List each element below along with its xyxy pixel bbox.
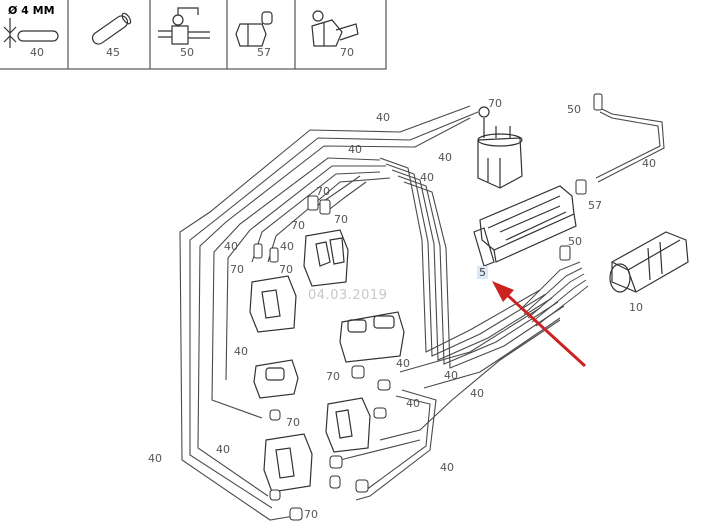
part-label: 50: [567, 103, 581, 116]
part-label: 40: [148, 452, 162, 465]
part-label: 70: [316, 185, 330, 198]
switch-module-center: [339, 311, 405, 363]
tube-40-icon: [3, 18, 59, 48]
tube-bundle: [179, 105, 665, 521]
switch-module-lower-left: [263, 433, 313, 493]
part-label: 40: [348, 143, 362, 156]
legend-table-frame: [0, 0, 387, 70]
valve-block-top: [477, 106, 523, 189]
part-label: 70: [326, 370, 340, 383]
part-label: 50: [568, 235, 582, 248]
part-label: 40: [444, 369, 458, 382]
part-label: 40: [420, 171, 434, 184]
part-label: 70: [286, 416, 300, 429]
diameter-label: Ø 4 MM: [8, 4, 55, 17]
switch-module-lower-right: [325, 397, 371, 453]
harness-wires: [519, 261, 589, 327]
angle-fitting-50-icon: [158, 7, 210, 45]
switch-module-upper: [303, 229, 349, 287]
legend-caption-40: 40: [30, 46, 44, 59]
part-label: 70: [230, 263, 244, 276]
part-label: 70: [279, 263, 293, 276]
switch-module-small: [253, 359, 299, 399]
red-arrow-icon: [492, 281, 587, 368]
connector-45-icon: [91, 12, 132, 45]
part-label: 10: [629, 301, 643, 314]
part-label: 40: [376, 111, 390, 124]
part-label: 40: [396, 357, 410, 370]
pump-10: [609, 231, 689, 293]
elbow-70-icon: [311, 10, 359, 47]
part-label: 40: [438, 151, 452, 164]
part-label: 70: [291, 219, 305, 232]
legend-caption-57: 57: [257, 46, 271, 59]
part-label: 57: [588, 199, 602, 212]
part-label: 40: [224, 240, 238, 253]
part-label: 40: [470, 387, 484, 400]
part-label: 40: [234, 345, 248, 358]
legend-caption-70: 70: [340, 46, 354, 59]
legend-caption-45: 45: [106, 46, 120, 59]
part-label: 40: [440, 461, 454, 474]
legend-caption-50: 50: [180, 46, 194, 59]
part-label: 40: [280, 240, 294, 253]
watermark-date: 04.03.2019: [308, 288, 388, 303]
control-unit-5: [473, 185, 577, 267]
cap-57-icon: [235, 11, 273, 47]
fittings: [253, 93, 603, 521]
part-label: 70: [334, 213, 348, 226]
part-label: 70: [488, 97, 502, 110]
reference-label-control-unit: 5: [477, 266, 488, 279]
part-label: 70: [304, 508, 318, 521]
part-label: 40: [642, 157, 656, 170]
switch-module-left: [249, 275, 297, 333]
part-label: 40: [406, 397, 420, 410]
part-label: 40: [216, 443, 230, 456]
